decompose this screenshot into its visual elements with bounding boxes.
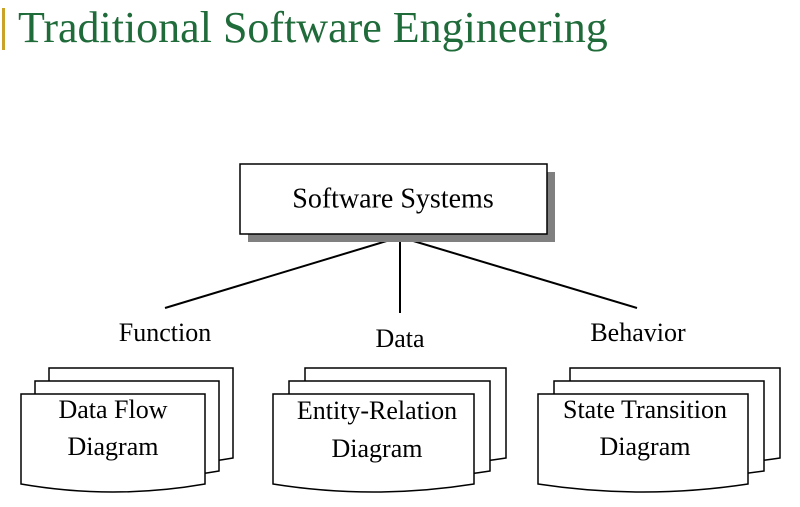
document-label-line2: Diagram	[332, 434, 423, 463]
slide-title: Traditional Software Engineering	[18, 3, 608, 52]
document-label-line2: Diagram	[600, 432, 691, 461]
branch-label-function: Function	[119, 318, 211, 347]
connector-function	[164, 236, 401, 309]
document-stack-state-transition: State Transition Diagram	[537, 367, 781, 493]
root-box	[239, 163, 548, 235]
document-stack-entity-relation: Entity-Relation Diagram	[272, 367, 507, 493]
document-front-sheet	[272, 393, 475, 493]
document-front-sheet	[537, 393, 749, 493]
document-label-line1: Entity-Relation	[297, 396, 457, 425]
title-accent-bar	[2, 8, 5, 50]
document-label-line1: Data Flow	[58, 395, 167, 424]
root-label: Software Systems	[292, 183, 493, 214]
document-stack-data-flow: Data Flow Diagram	[20, 367, 234, 493]
document-front-sheet	[20, 393, 206, 493]
branch-label-data: Data	[375, 324, 425, 353]
document-label-line1: State Transition	[563, 395, 727, 424]
branch-label-behavior: Behavior	[590, 318, 686, 347]
connector-behavior	[399, 236, 638, 309]
document-label-line2: Diagram	[68, 432, 159, 461]
